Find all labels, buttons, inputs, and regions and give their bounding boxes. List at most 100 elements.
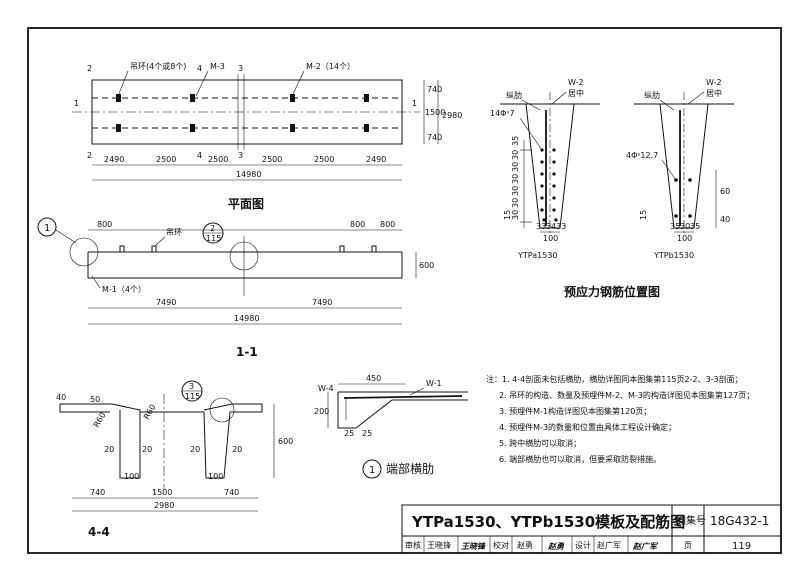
- tb-name: YTPb1530: [653, 251, 694, 260]
- s44-dim-600: 600: [278, 437, 293, 446]
- s11-detail-circle-mid: [229, 241, 259, 271]
- note-6: 6. 端部横肋也可以取消，但要采取防裂措施。: [499, 454, 661, 464]
- s11-top-dim-right-a: 800: [350, 220, 365, 229]
- tb-center: 居中: [706, 88, 722, 98]
- s44-callout-top: 3: [189, 382, 194, 391]
- ta-total: 100: [543, 234, 558, 243]
- ta-v30-4: 30: [511, 198, 520, 208]
- s44-dim-40: 40: [56, 393, 66, 402]
- s44-dim-20d: 20: [232, 445, 242, 454]
- ta-strand-9: [540, 196, 544, 200]
- ta-strand-14: [554, 218, 558, 222]
- plan-section-mark-3-top: 3: [238, 64, 243, 73]
- plan-label-lifting-ring: 吊环(4个或8个): [130, 61, 186, 71]
- plan-leader-ring: [117, 70, 129, 97]
- tb-strand-label: 4Φˢ12.7: [626, 151, 658, 160]
- ta-bottom-1: 34: [546, 222, 556, 231]
- s11-half-0: 7490: [156, 298, 176, 307]
- ta-v30-0: 30: [511, 150, 520, 160]
- tb-v60: 60: [720, 187, 730, 196]
- note-4: 4. 预埋件M-3的数量和位置由具体工程设计确定；: [499, 422, 676, 432]
- tb-checker: 赵勇: [517, 540, 533, 550]
- tendon-caption: 预应力钢筋位置图: [564, 284, 660, 299]
- s11-ring-1: [119, 245, 125, 252]
- plan-label-m3: M-3: [210, 62, 225, 71]
- plan-section-mark-2-top: 2: [87, 64, 92, 73]
- plan-span-2: 2500: [208, 155, 228, 164]
- ta-strand-label: 14Φˢ7: [490, 109, 515, 118]
- s11-top-dim-right-b: 800: [380, 220, 395, 229]
- s44-callout-bottom: 115: [185, 392, 200, 401]
- note-5: 5. 跨中横肋可以取消；: [499, 438, 581, 448]
- s44-bottom-dim-2: 740: [224, 488, 239, 497]
- plan-right-dim-0: 740: [427, 85, 442, 94]
- ta-w2: W-2: [568, 78, 584, 87]
- tb-check-label: 校对: [493, 540, 509, 550]
- ta-strand-leader: [519, 117, 543, 151]
- s44-dim-r60a: R60: [92, 411, 108, 429]
- plan-span-1: 2500: [156, 155, 176, 164]
- plan-section-mark-4-top: 4: [197, 64, 202, 73]
- ta-v35: 35: [511, 136, 520, 146]
- s11-ring-3: [339, 245, 345, 252]
- s44-dim-20a: 20: [104, 445, 114, 454]
- tb-rib-leader: [659, 99, 675, 111]
- tendon-b-detail: W-2 居中 纵肋 4Φˢ12.7 60 40 15 35 30 35 100 …: [626, 78, 734, 260]
- ta-strand-7: [540, 184, 544, 188]
- s44-bottom-dim-0: 740: [90, 488, 105, 497]
- tb-h15: 15: [639, 210, 648, 220]
- tb-atlas-label: 图集号: [676, 514, 706, 527]
- ta-v30-5: 30: [511, 210, 520, 220]
- plan-embed-a: [116, 94, 121, 102]
- ta-name: YTPa1530: [517, 251, 558, 260]
- s11-callout-1-leader: [55, 229, 77, 244]
- ta-strand-11: [540, 208, 544, 212]
- s11-m1-label: M-1（4个）: [102, 285, 146, 294]
- tb-bottom-2: 35: [690, 222, 700, 231]
- plan-section-mark-1-left: 1: [74, 99, 79, 108]
- s44-dim-100b: 100: [208, 472, 223, 481]
- er-outline: [337, 391, 468, 429]
- plan-caption: 平面图: [228, 197, 264, 211]
- tb-page-no: 119: [732, 541, 751, 552]
- note-3: 3. 预埋件M-1构造详图见本图集第120页；: [499, 406, 651, 416]
- s44-detail-circle: [209, 397, 235, 423]
- er-w4: W-4: [318, 384, 334, 393]
- s11-half-1: 7490: [312, 298, 332, 307]
- s44-right-rib: [203, 403, 263, 479]
- section-1-1: 1 2 115 800 800 800 吊环 M-1（4个） 600 7490 …: [37, 217, 434, 359]
- ta-bottom-0: 33: [536, 222, 546, 231]
- ta-strand-6: [552, 172, 556, 176]
- s44-dim-100a: 100: [124, 472, 139, 481]
- plan-right-dim-2: 740: [427, 133, 442, 142]
- er-d200: 200: [314, 407, 329, 416]
- plan-right-total: 2980: [442, 111, 462, 120]
- plan-embed-e: [290, 94, 295, 102]
- tb-total: 100: [677, 234, 692, 243]
- er-caption: 端部横肋: [386, 461, 434, 476]
- ta-strand-5: [540, 172, 544, 176]
- ta-rib-leader: [521, 99, 541, 111]
- s44-dim-50: 50: [90, 395, 100, 404]
- plan-section-mark-2-bottom: 2: [87, 151, 92, 160]
- ta-center: 居中: [568, 88, 584, 98]
- tb-reviewer: 王晓锋: [427, 540, 451, 550]
- tb-strand-2: [688, 178, 692, 182]
- tb-rib: 纵肋: [644, 90, 660, 100]
- tb-w2-leader: [687, 91, 705, 105]
- s11-ring-leader: [154, 236, 166, 247]
- s11-detail-circle-left: [69, 237, 99, 267]
- er-callout: 1: [369, 465, 375, 476]
- plan-span-5: 2490: [366, 155, 386, 164]
- s44-profile-top: [59, 404, 110, 413]
- ta-strand-13: [542, 218, 546, 222]
- tb-bottom-1: 30: [680, 222, 690, 231]
- s44-total: 2980: [154, 501, 174, 510]
- note-1: 注：1. 4-4剖面未包括横肋，横肋详图同本图集第115页2-2、3-3剖面；: [486, 374, 743, 384]
- er-w1: W-1: [426, 379, 442, 388]
- plan-section-mark-3-bottom: 3: [238, 151, 243, 160]
- ta-h15: 15: [503, 210, 512, 220]
- plan-embed-c: [190, 94, 195, 102]
- plan-embed-g: [364, 94, 369, 102]
